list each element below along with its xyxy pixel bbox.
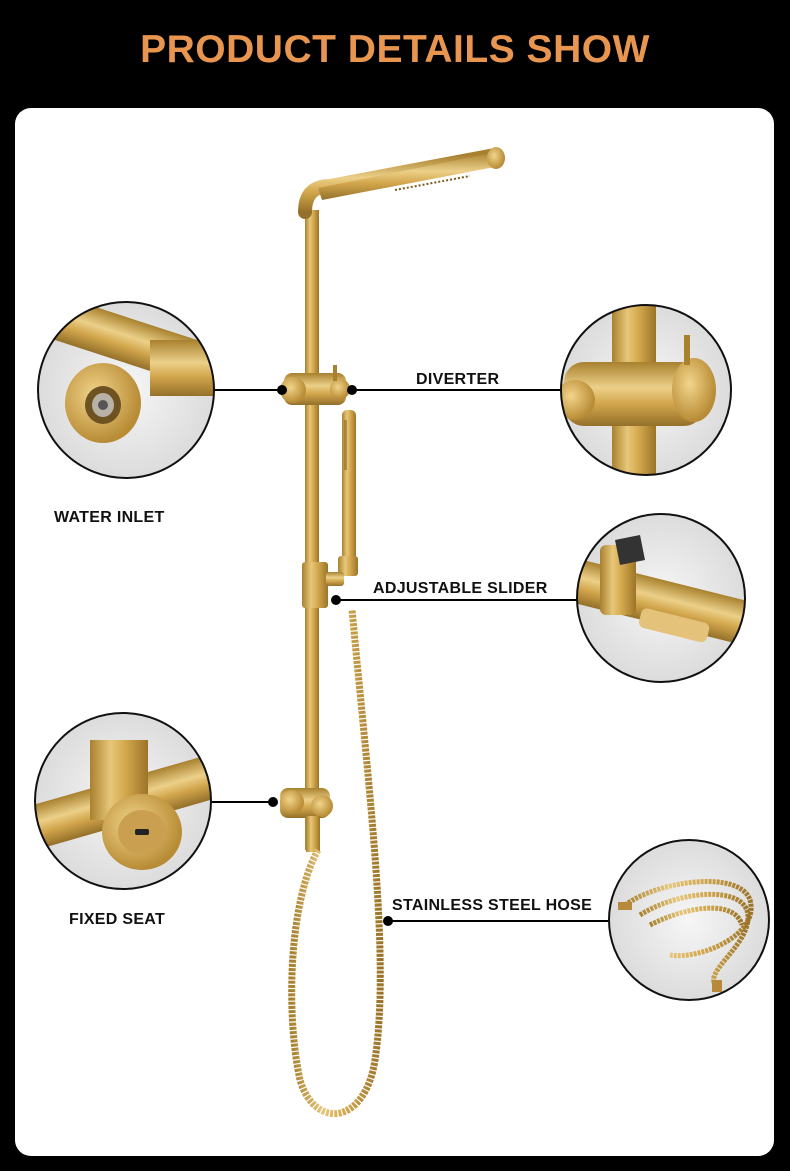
water-inlet-label: WATER INLET (54, 509, 165, 526)
shower-hose (288, 609, 384, 1118)
adjustable-slider-label: ADJUSTABLE SLIDER (373, 580, 548, 597)
hand-shower (338, 410, 358, 576)
fixed-seat-fitting (280, 788, 333, 852)
water-inlet-detail-image (37, 301, 215, 479)
riser-rail (298, 147, 505, 850)
page-title: PRODUCT DETAILS SHOW (140, 28, 650, 71)
callout-lines (212, 389, 609, 922)
hose-detail-image (608, 839, 770, 1001)
stainless-steel-hose-label: STAINLESS STEEL HOSE (392, 897, 593, 914)
fixed-seat-label: FIXED SEAT (69, 911, 166, 928)
slider-fitting (302, 562, 344, 608)
slider-detail-image (576, 513, 746, 683)
diverter-detail-image (560, 304, 732, 476)
diverter-label: DIVERTER (416, 371, 500, 388)
diverter-fitting (280, 365, 350, 405)
callout-dots (268, 385, 393, 926)
fixed-seat-detail-image (34, 712, 212, 890)
